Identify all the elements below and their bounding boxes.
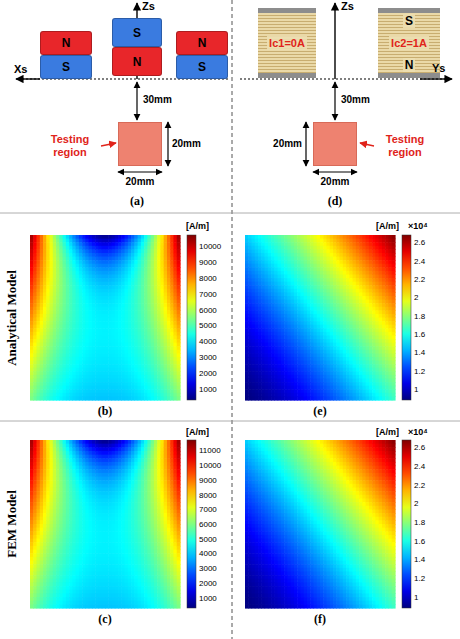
pointer-arrow	[360, 143, 374, 146]
field-heatmap	[30, 235, 181, 401]
pointer-arrow	[101, 143, 116, 146]
